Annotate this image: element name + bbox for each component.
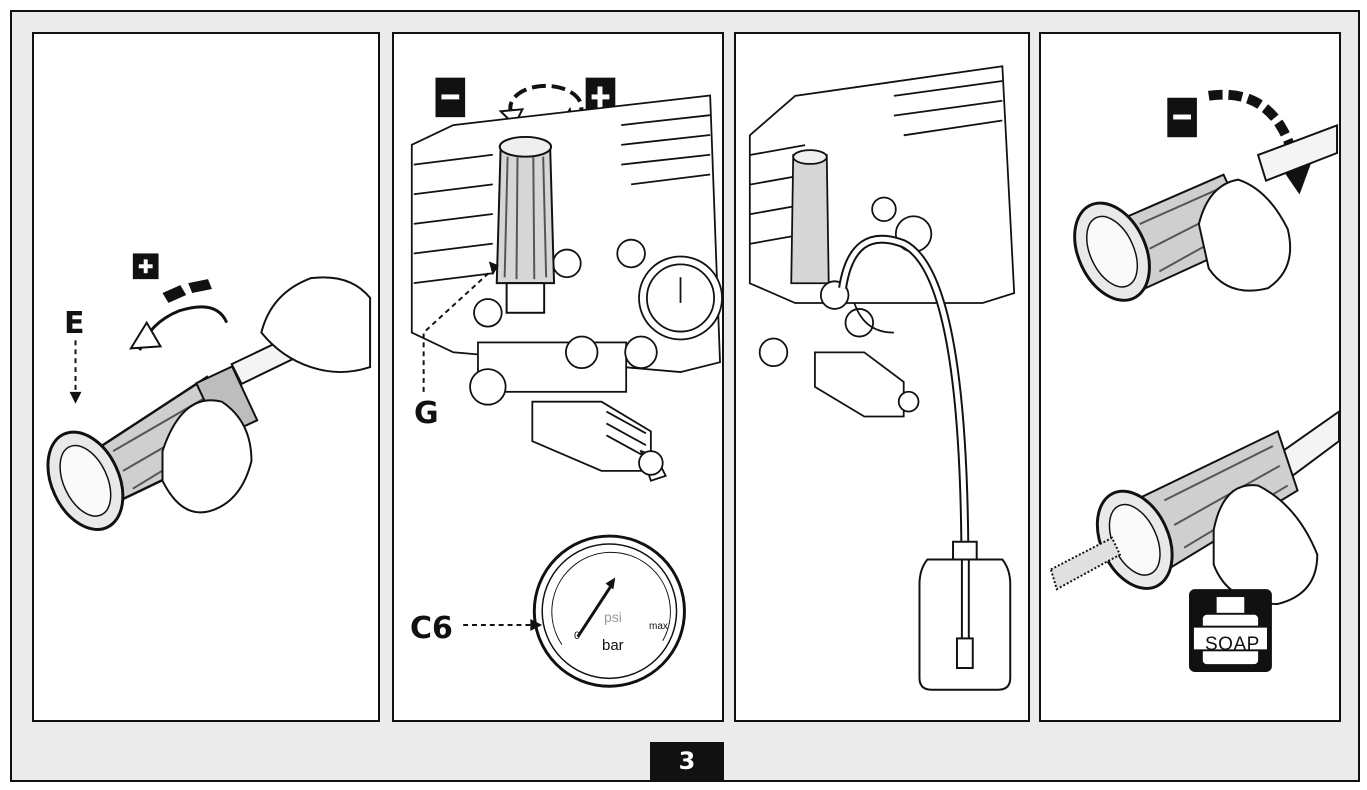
- figure-number-badge: 3: [650, 742, 724, 780]
- gauge-psi-label: psi: [604, 609, 622, 625]
- callout-c6: C6: [410, 611, 453, 646]
- plus-icon: [132, 253, 159, 280]
- minus-icon: [1167, 97, 1197, 138]
- panel-4-drawing: [1049, 89, 1339, 673]
- callout-e: E: [64, 306, 85, 341]
- callout-g: G: [414, 396, 439, 431]
- minus-icon: [435, 77, 466, 118]
- panel-3-detergent-suction: [734, 32, 1030, 722]
- soap-label: SOAP: [1205, 634, 1260, 655]
- panel-4-detergent-spray: SOAP: [1039, 32, 1341, 722]
- pressure-gauge: [532, 534, 686, 688]
- curved-arrow-icon: [129, 279, 229, 351]
- detergent-bottle: [918, 540, 1012, 691]
- panel-2-drawing: [410, 77, 722, 688]
- gauge-bar-label: bar: [602, 637, 624, 654]
- gauge-max-label: max: [649, 621, 668, 632]
- panel-3-drawing: [748, 65, 1016, 691]
- panel-1-lance-adjust-plus: E: [32, 32, 380, 722]
- panel-1-drawing: [46, 253, 372, 531]
- gauge-zero-label: 0: [574, 630, 581, 642]
- panel-2-pressure-regulator: G C6 psi bar 0 max: [392, 32, 724, 722]
- soap-bottle-icon: [1189, 589, 1272, 673]
